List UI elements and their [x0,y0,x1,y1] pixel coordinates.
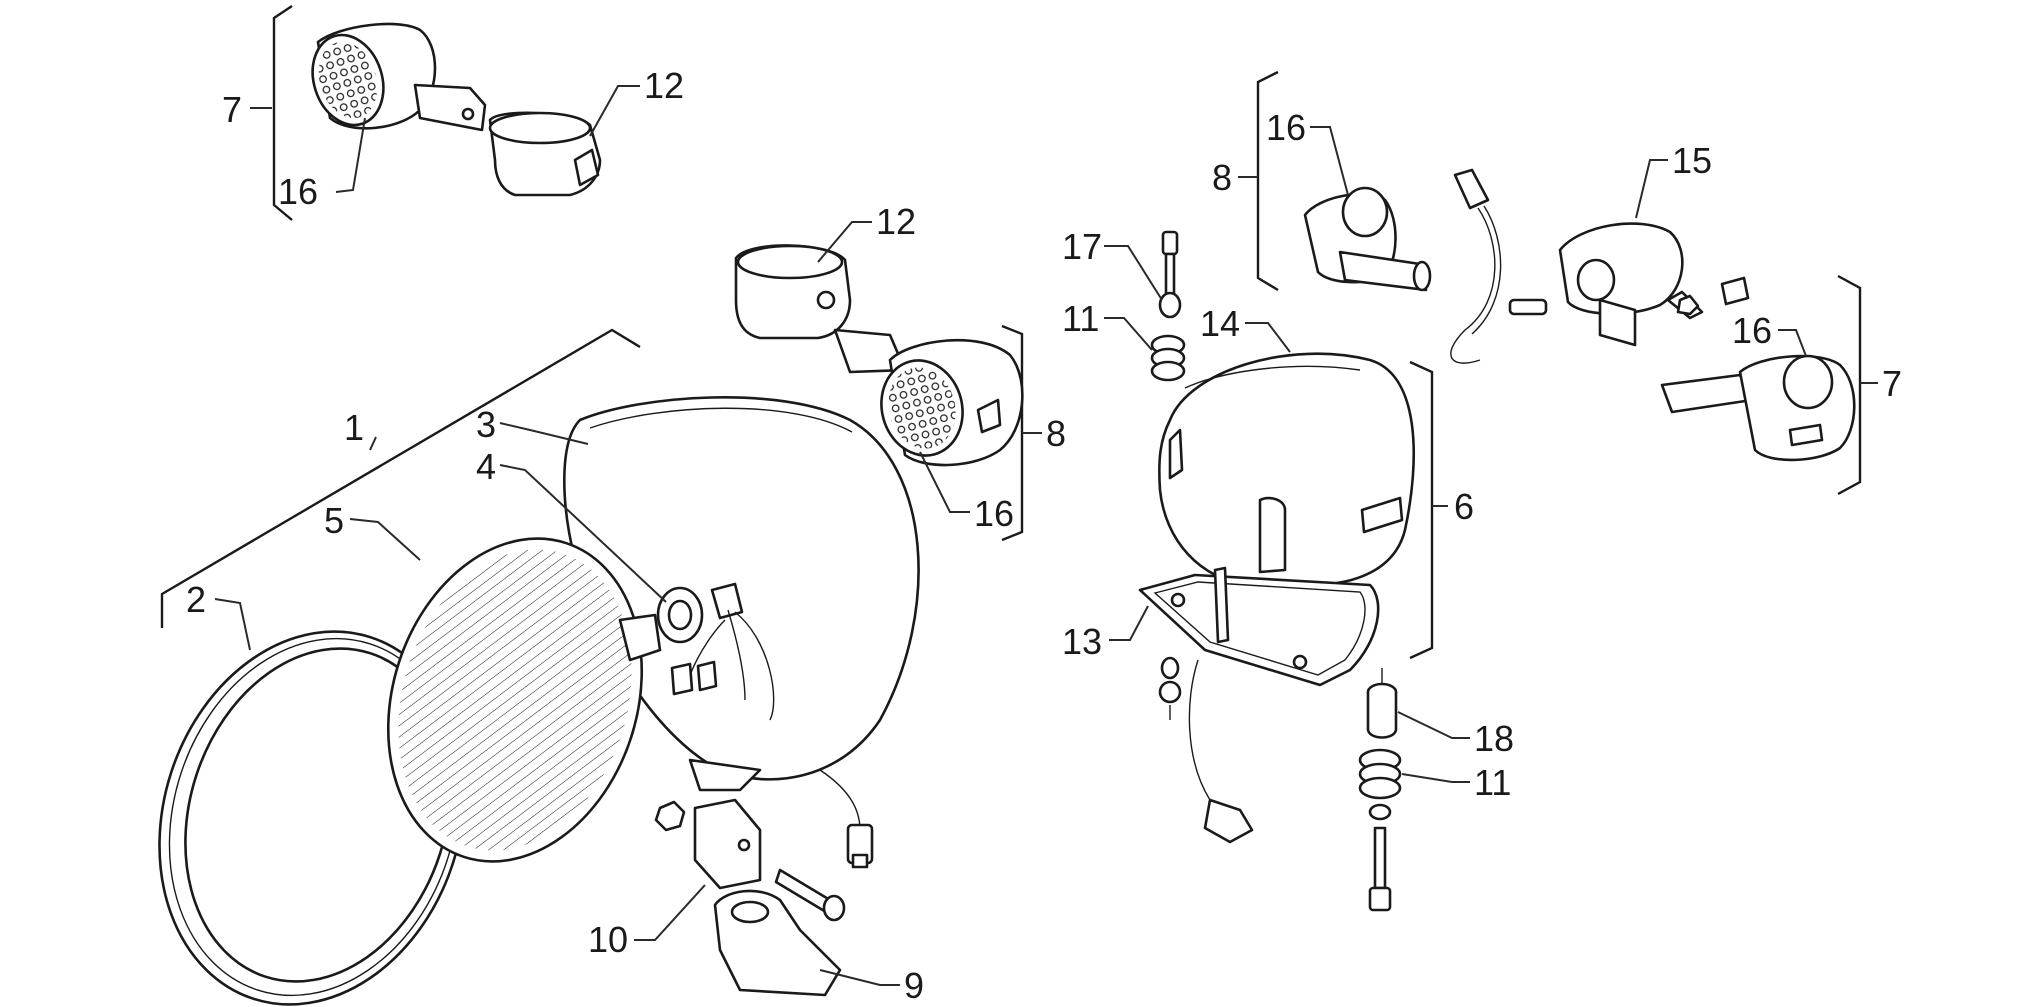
callout-12-middle: 12 [876,201,916,242]
assembly-bracket-1 [160,328,641,628]
callout-2: 2 [186,579,206,620]
grommet-11-bottom [1358,748,1402,912]
callout-7-right: 7 [1882,363,1902,404]
callout-3: 3 [476,404,496,445]
callout-11-top: 11 [1062,298,1099,339]
callout-7-top-left: 7 [222,89,242,130]
headlight-cable [819,769,874,869]
callout-5: 5 [324,500,344,541]
callout-9: 9 [904,965,924,1006]
bulb-retaining-ring [656,582,775,721]
callout-11-bottom: 11 [1474,762,1511,803]
callout-8-middle: 8 [1046,413,1066,454]
turn-signal-right-top [1303,186,1432,292]
callout-16-middle: 16 [974,493,1014,534]
lamp-15 [1450,168,1750,364]
grommet-11-top [1150,334,1186,382]
callout-12-top-left: 12 [644,65,684,106]
clamp-middle [734,244,852,340]
taillight-cable [1158,656,1254,844]
callout-14: 14 [1200,303,1240,344]
bolt-17 [1158,230,1182,319]
callout-15: 15 [1672,140,1712,181]
lower-cover [713,889,842,997]
bracket-8-right [1256,70,1279,292]
bracket-7-right [1837,274,1862,496]
leader-lines [214,85,1878,986]
bracket-7-top [272,5,293,221]
callout-16-top-left: 16 [278,171,318,212]
callout-16-right-lower: 16 [1732,310,1772,351]
clamp-top-left [488,111,602,197]
callout-10: 10 [588,919,628,960]
callout-1: 1 [344,407,364,448]
spacer-18 [1366,668,1398,739]
callout-16-right-top: 16 [1266,107,1306,148]
headlight-reflector [386,537,662,863]
callout-18: 18 [1474,718,1514,759]
taillight-gasket [1138,566,1380,687]
taillight-housing [1158,352,1416,587]
callout-6: 6 [1454,486,1474,527]
mounting-bracket [654,798,846,922]
headlight-shell [563,396,920,792]
callout-4: 4 [476,446,496,487]
callout-13: 13 [1062,621,1102,662]
bracket-6-taillight [1409,360,1434,660]
callout-17: 17 [1062,226,1102,267]
turn-signal-middle [833,328,1024,467]
turn-signal-right-lower [1660,354,1856,462]
turn-signal-top-left [311,22,487,132]
callout-labels: 7 16 12 12 8 16 1 3 4 5 2 10 9 17 11 14 … [186,65,1902,1006]
callout-8-right: 8 [1212,157,1232,198]
